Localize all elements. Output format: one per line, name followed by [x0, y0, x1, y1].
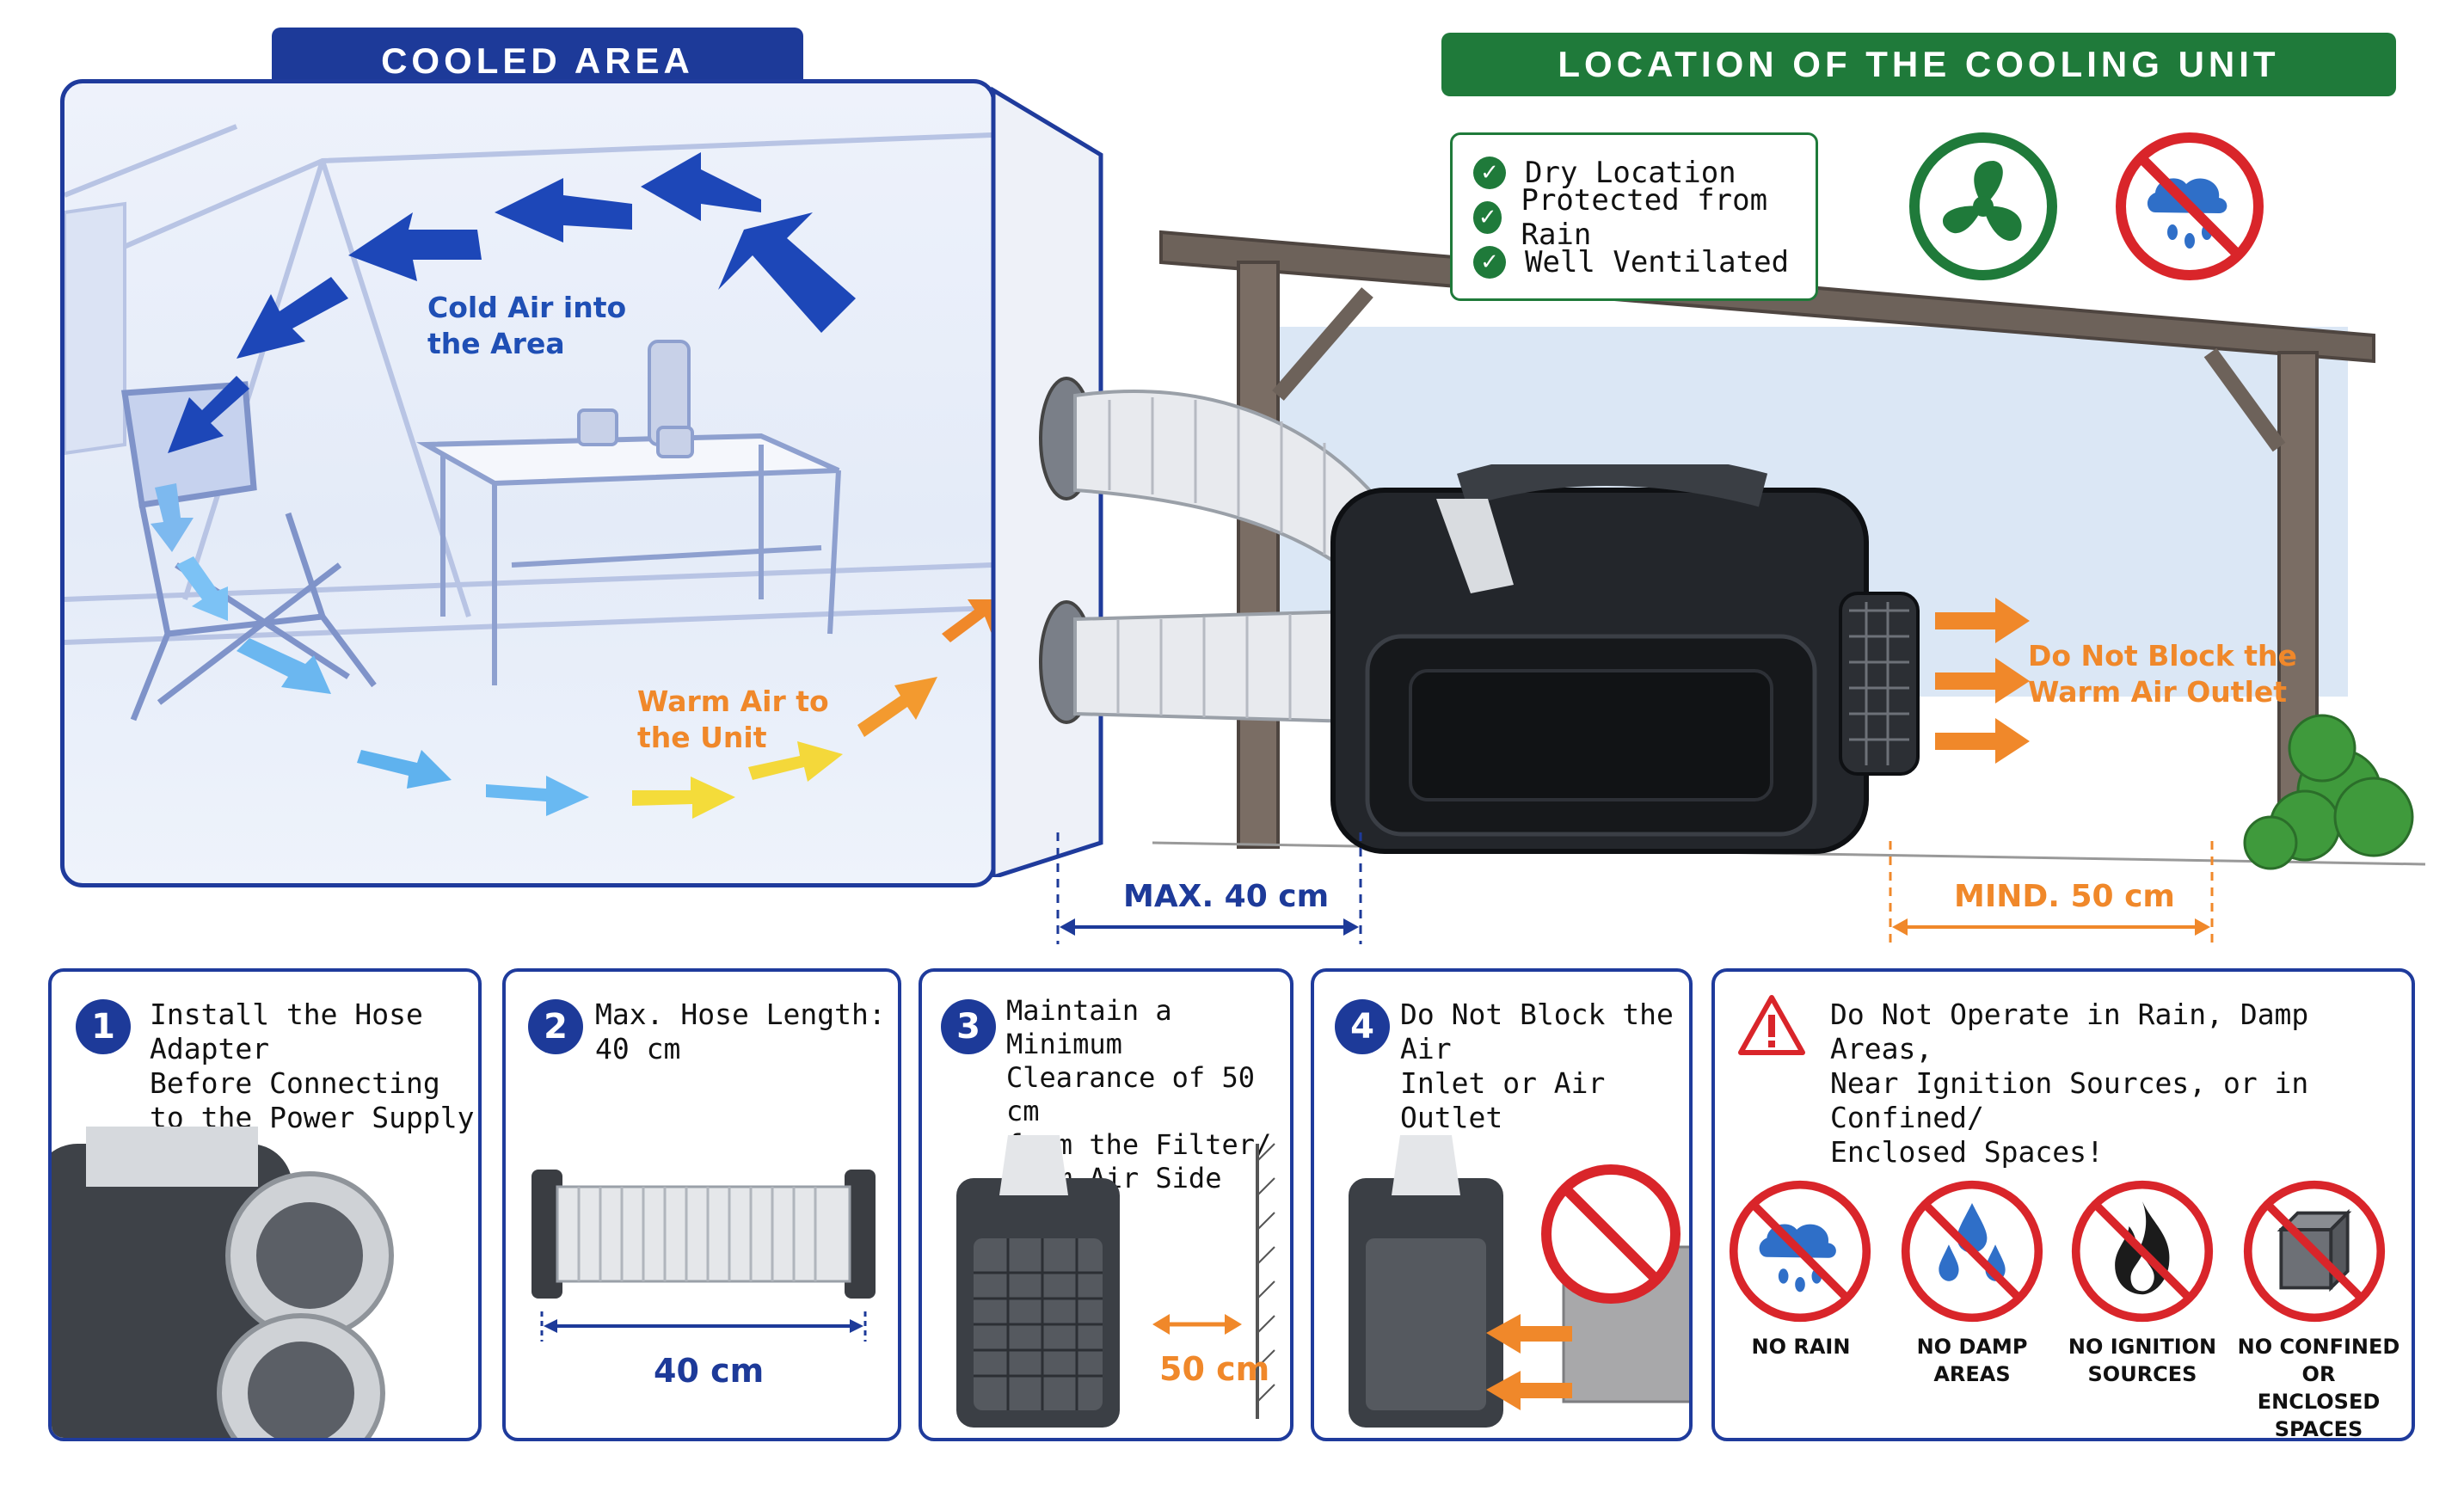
clearance-illustration [956, 1135, 1275, 1428]
cooling-unit-illustration [1330, 464, 1920, 854]
checklist-item: ✓ Dry Location [1473, 150, 1816, 195]
hose-illustration [532, 1170, 876, 1342]
location-header: LOCATION OF THE COOLING UNIT [1441, 33, 2396, 96]
step-2-text: Max. Hose Length: 40 cm [595, 998, 886, 1065]
warning-icon [1738, 995, 1805, 1055]
warm-air-label: Warm Air to the Unit [637, 685, 829, 754]
tent-interior-illustration [65, 124, 992, 819]
step-4-text: Do Not Block the Air Inlet or Air Outlet [1400, 998, 1674, 1134]
no-box-icon [2243, 1180, 2386, 1323]
step-number: 2 [528, 999, 583, 1054]
min-distance-label: MIND. 50 cm [1954, 879, 2175, 914]
clearance-label: 50 cm [1159, 1350, 1270, 1388]
cooled-area-panel: Cold Air into the Area Warm Air to the U… [60, 79, 996, 887]
no-rain-label: NO RAIN [1751, 1335, 1851, 1359]
step-number: 4 [1335, 999, 1390, 1054]
check-icon: ✓ [1473, 201, 1502, 234]
hose-length-label: 40 cm [654, 1352, 765, 1390]
checklist-item: ✓ Protected from Rain [1473, 183, 1816, 252]
checklist-item: ✓ Well Ventilated [1473, 240, 1816, 285]
check-icon: ✓ [1473, 246, 1506, 279]
check-icon: ✓ [1473, 157, 1506, 189]
location-checklist: ✓ Dry Location ✓ Protected from Rain ✓ W… [1450, 132, 1818, 301]
no-damp-icon [1901, 1180, 2043, 1323]
step-1-text: Install the Hose Adapter Before Connecti… [150, 998, 475, 1134]
no-box-label: NO CONFINED OR ENCLOSED SPACES [2237, 1335, 2400, 1441]
no-damp-label: NO DAMP AREAS [1916, 1335, 2028, 1386]
no-fire-label: NO IGNITION SOURCES [2068, 1335, 2217, 1386]
step-1-panel: 1 Install the Hose Adapter Before Connec… [48, 968, 482, 1441]
max-distance-label: MAX. 40 cm [1123, 879, 1330, 914]
step-3-panel: 3 Maintain a Minimum Clearance of 50 cm … [919, 968, 1293, 1441]
no-rain-icon [1729, 1180, 1871, 1323]
warning-panel: Do Not Operate in Rain, Damp Areas, Near… [1711, 968, 2415, 1441]
step-2-panel: 2 Max. Hose Length: 40 cm 40 cm [502, 968, 901, 1441]
no-rain-icon [2116, 132, 2264, 280]
fan-icon [1909, 132, 2057, 280]
step-number: 3 [941, 999, 996, 1054]
hose-adapter-illustration [52, 1127, 394, 1438]
min-distance-indicator [1889, 841, 2214, 946]
warning-text: Do Not Operate in Rain, Damp Areas, Near… [1830, 998, 2309, 1169]
air-hoses [1039, 377, 1386, 725]
step-number: 1 [76, 999, 131, 1054]
outlet-arrows [1935, 598, 2030, 764]
no-fire-icon [2071, 1180, 2214, 1323]
outlet-note: Do Not Block the Warm Air Outlet [2028, 639, 2297, 709]
step-4-panel: 4 Do Not Block the Air Inlet or Air Outl… [1311, 968, 1693, 1441]
blocked-airflow-illustration [1349, 1135, 1689, 1428]
cold-air-label: Cold Air into the Area [427, 291, 627, 360]
max-distance-indicator [1056, 832, 1362, 944]
